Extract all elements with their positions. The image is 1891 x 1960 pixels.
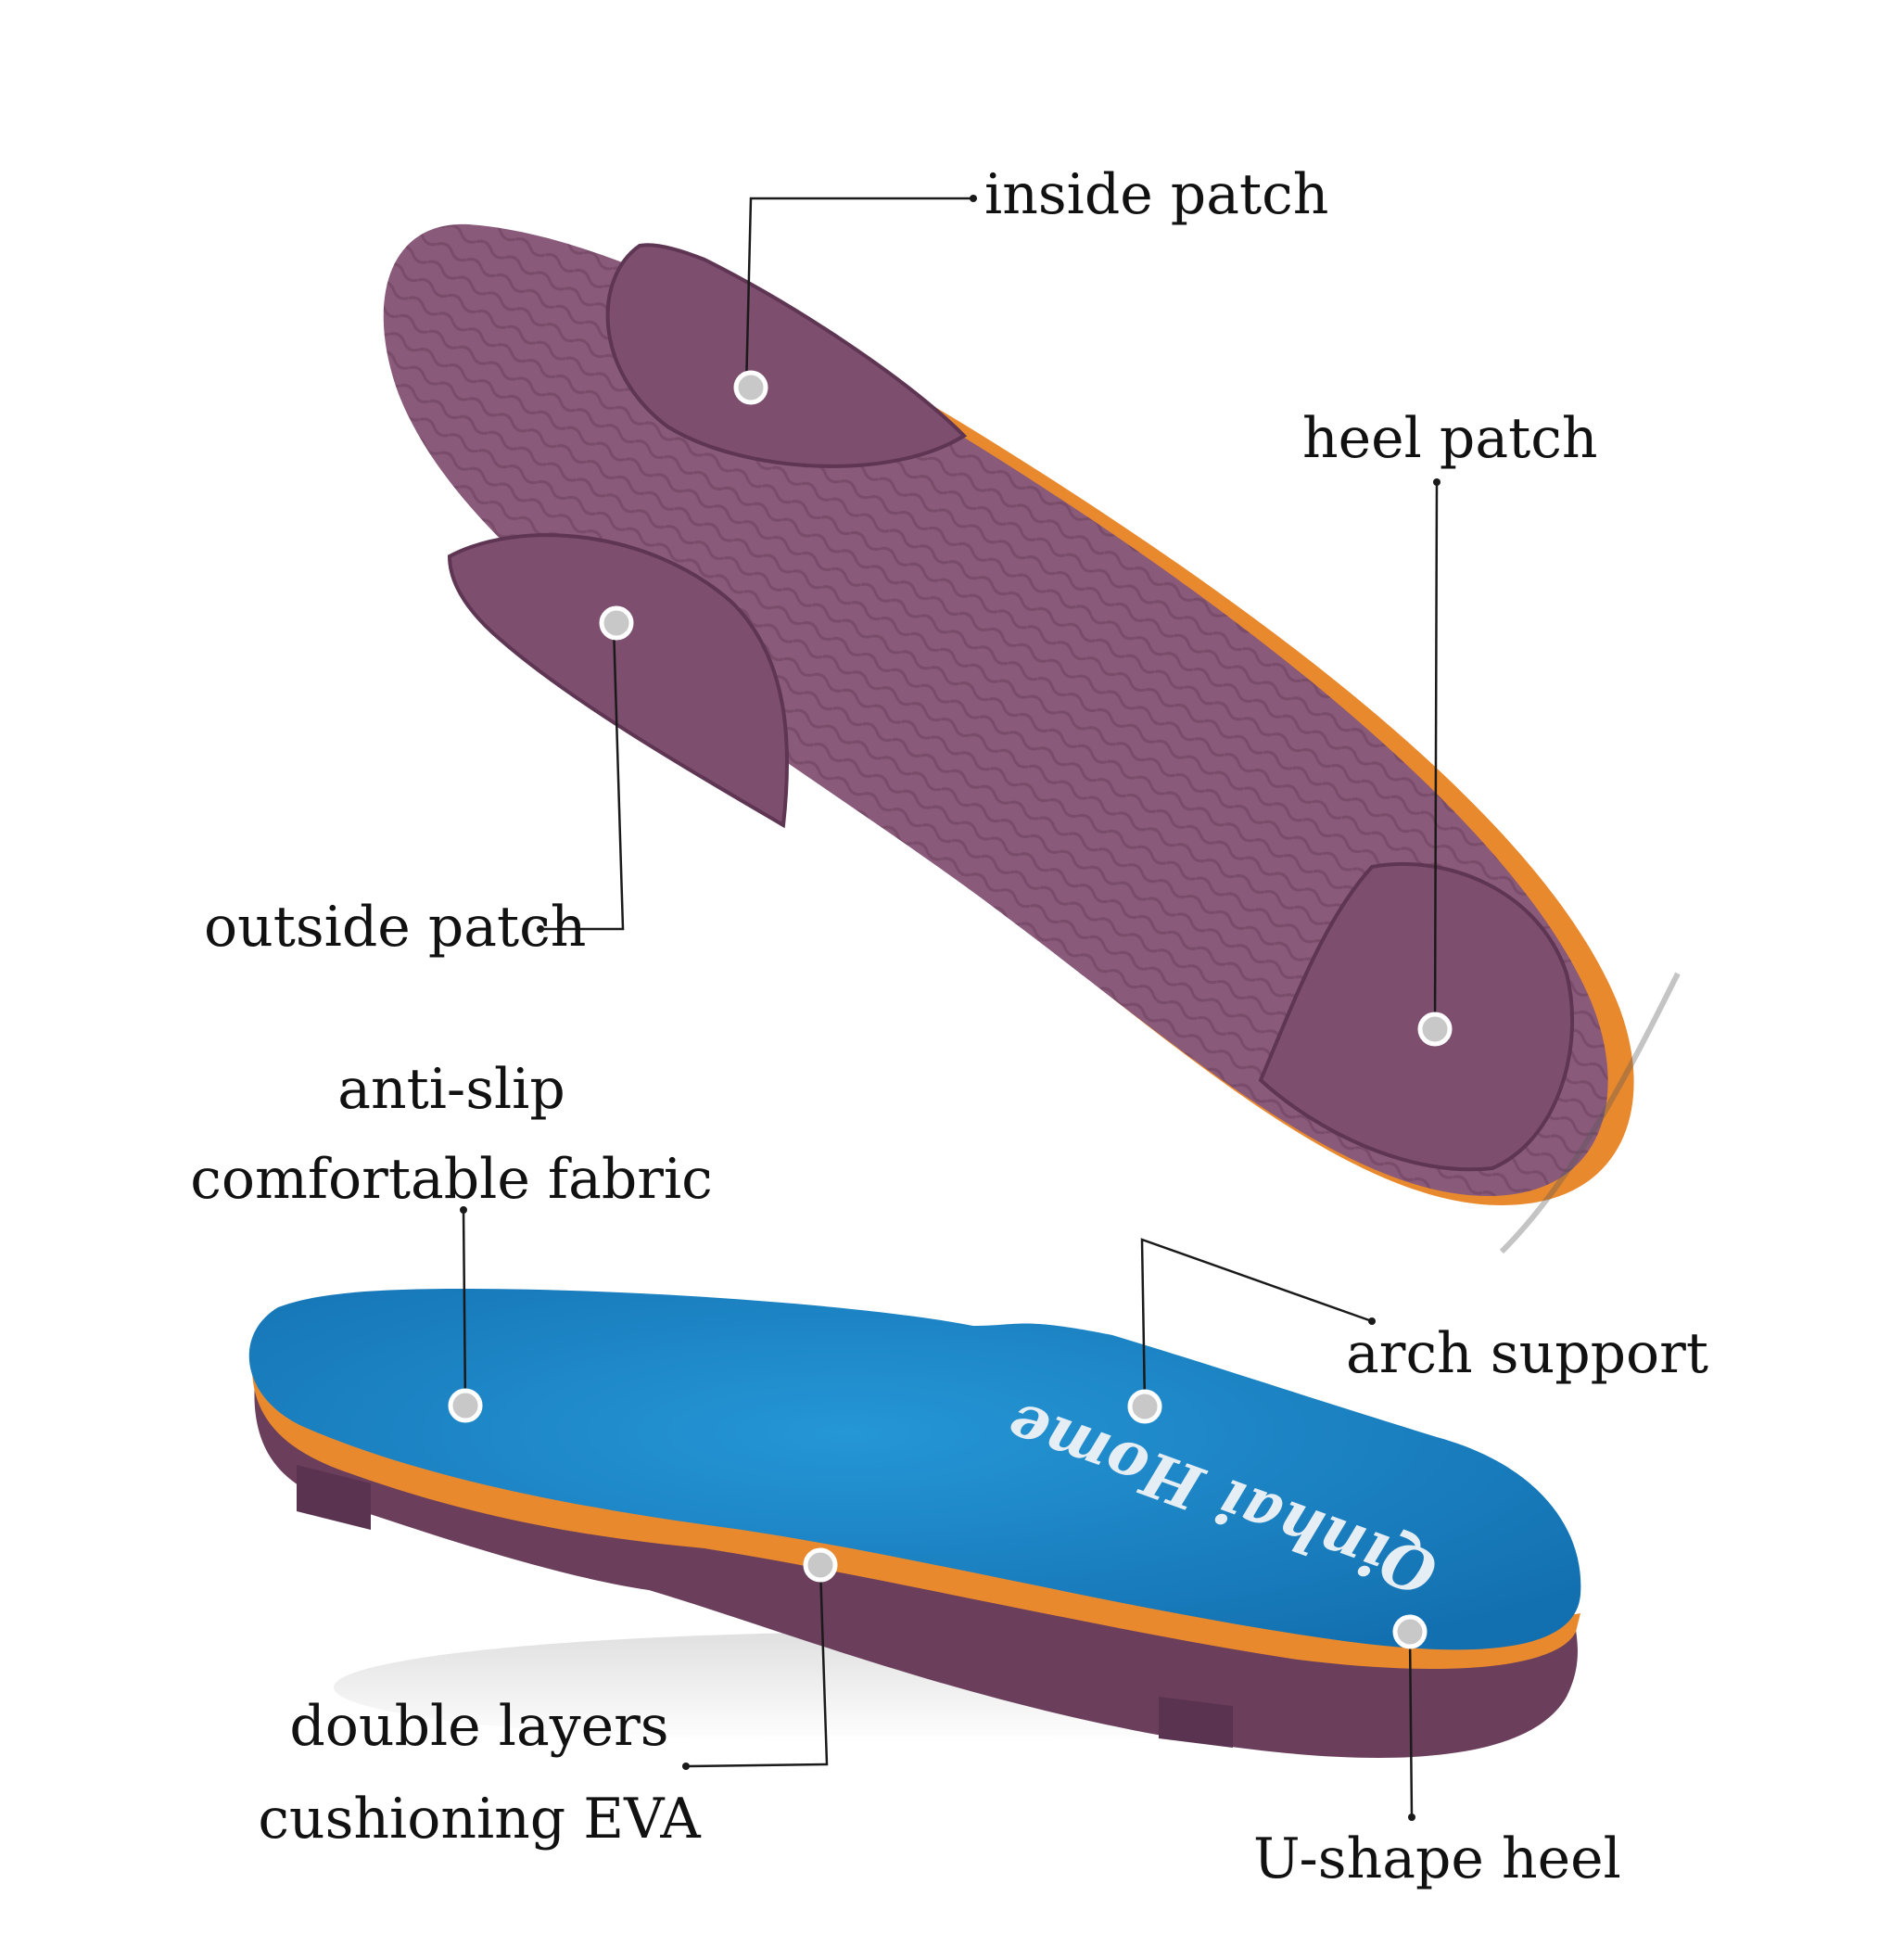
top-insole: [248, 1289, 1581, 1758]
marker-anti-slip: [448, 1388, 483, 1423]
marker-arch-support: [1127, 1389, 1162, 1424]
label-comfortable-fabric: comfortable fabric: [190, 1147, 713, 1212]
callout-outside-patch: [540, 625, 625, 931]
label-u-shape-heel: U-shape heel: [1253, 1826, 1621, 1891]
callout-heel-patch: [1433, 481, 1439, 1030]
marker-inside-patch: [733, 370, 768, 405]
callout-lines: [462, 197, 1439, 1818]
inside-patch-area: [605, 243, 968, 468]
marker-outside-patch: [599, 605, 634, 641]
top-insole-fabric: [248, 1289, 1581, 1650]
callout-anti-slip: [462, 1209, 467, 1406]
marker-dots: [448, 370, 1453, 1649]
outside-patch-area: [447, 533, 790, 829]
label-arch-support: arch support: [1346, 1321, 1708, 1386]
marker-u-shape-heel: [1392, 1614, 1428, 1649]
label-inside-patch: inside patch: [984, 162, 1329, 227]
label-cushioning-eva: cushioning EVA: [258, 1787, 701, 1852]
callout-double-layers: [685, 1566, 829, 1768]
label-heel-patch: heel patch: [1302, 406, 1598, 471]
marker-heel-patch: [1417, 1012, 1453, 1047]
callout-endpoints: [460, 195, 1440, 1821]
label-double-layers: double layers: [289, 1694, 669, 1759]
marker-double-layers: [803, 1547, 838, 1583]
callout-inside-patch: [744, 197, 973, 390]
label-anti-slip: anti-slip: [337, 1057, 565, 1122]
callout-arch-support: [1140, 1238, 1373, 1406]
label-outside-patch: outside patch: [204, 895, 587, 960]
heel-patch-area: [1258, 861, 1574, 1172]
bottom-insole: [383, 223, 1681, 1254]
callout-u-shape-heel: [1408, 1633, 1414, 1818]
